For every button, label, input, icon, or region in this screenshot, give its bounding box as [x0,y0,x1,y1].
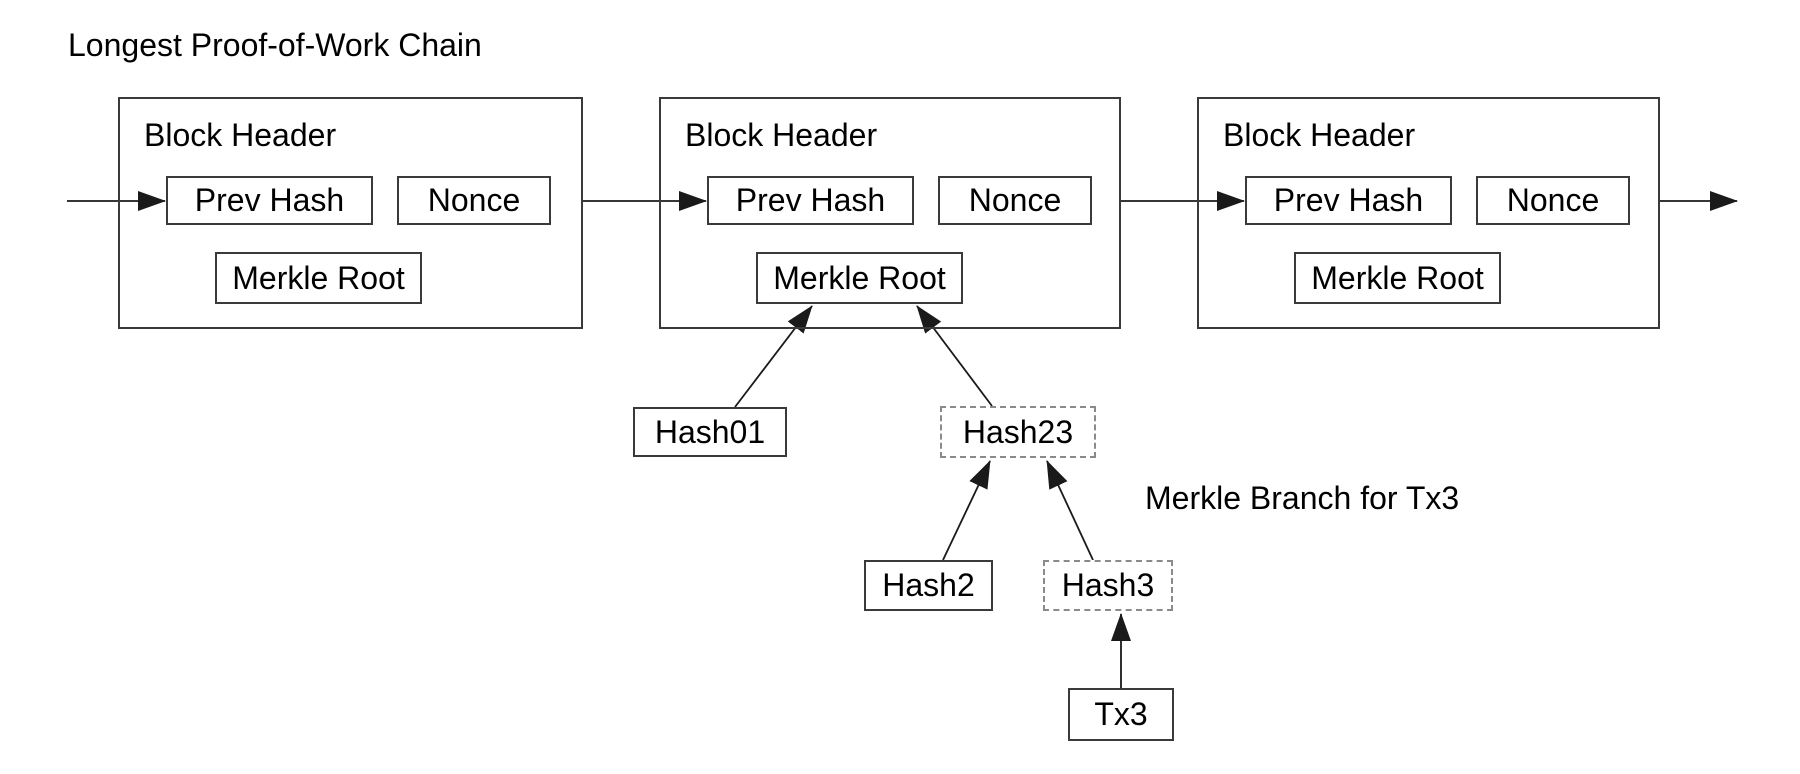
block-header-label: Block Header [685,117,878,153]
nonce-box: Nonce [397,176,551,225]
block-header-label: Block Header [1223,117,1416,153]
hash3-label: Hash3 [1061,567,1155,603]
nonce-label: Nonce [427,182,521,218]
merkle-root-box: Merkle Root [1294,252,1501,304]
nonce-box: Nonce [1476,176,1630,225]
arrow-hash2-to-hash23 [942,460,991,561]
merkle-root-box: Merkle Root [756,252,963,304]
prev-hash-label: Prev Hash [194,182,345,218]
merkle-node-tx3: Tx3 [1068,688,1174,741]
hash2-label: Hash2 [882,567,975,603]
merkle-node-hash3: Hash3 [1043,560,1173,611]
prev-hash-box: Prev Hash [1245,176,1452,225]
merkle-root-label: Merkle Root [1311,259,1484,296]
merkle-node-hash01: Hash01 [633,407,787,457]
nonce-label: Nonce [1506,182,1600,218]
prev-hash-label: Prev Hash [735,182,886,218]
block-1: Block Header Prev Hash Nonce Merkle Root [118,97,583,329]
arrow-hash3-to-hash23 [1046,460,1094,561]
tx3-label: Tx3 [1094,696,1148,732]
merkle-branch-annotation: Merkle Branch for Tx3 [1145,480,1460,516]
merkle-root-label: Merkle Root [232,259,405,296]
merkle-root-box: Merkle Root [215,252,422,304]
block-2: Block Header Prev Hash Nonce Merkle Root [659,97,1121,329]
arrow-hash01-to-merkle-root [734,305,813,408]
merkle-node-hash2: Hash2 [864,560,993,611]
merkle-node-hash23: Hash23 [940,406,1096,458]
block-header-label: Block Header [144,117,337,153]
hash23-label: Hash23 [962,413,1074,450]
block-3: Block Header Prev Hash Nonce Merkle Root [1197,97,1660,329]
nonce-label: Nonce [968,182,1062,218]
prev-hash-box: Prev Hash [166,176,373,225]
prev-hash-label: Prev Hash [1273,182,1424,218]
diagram-title: Longest Proof-of-Work Chain [68,27,482,63]
prev-hash-box: Prev Hash [707,176,914,225]
hash01-label: Hash01 [654,413,766,450]
nonce-box: Nonce [938,176,1092,225]
merkle-root-label: Merkle Root [773,259,946,296]
arrow-hash23-to-merkle-root [916,305,993,407]
